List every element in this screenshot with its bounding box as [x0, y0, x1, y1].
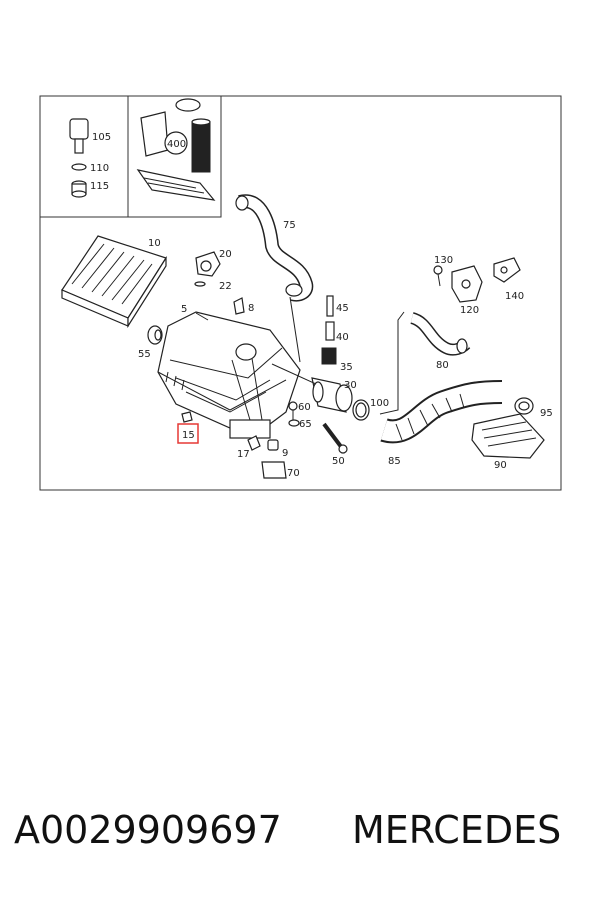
air-filter-housing-part — [157, 311, 301, 439]
parts-diagram: 105 110 115 400 10 20 22 5 — [39, 95, 562, 491]
sensor-stack-part — [321, 295, 337, 365]
callout-5: 5 — [181, 304, 187, 315]
callout-10: 10 — [148, 238, 161, 249]
callout-105: 105 — [92, 132, 111, 143]
callout-65: 65 — [299, 419, 312, 430]
callout-55: 55 — [138, 349, 151, 360]
callout-120: 120 — [460, 305, 479, 316]
callout-60: 60 — [298, 402, 311, 413]
intake-hose-part — [235, 194, 314, 302]
small-parts-group — [247, 435, 287, 479]
callout-100: 100 — [370, 398, 389, 409]
callout-140: 140 — [505, 291, 524, 302]
part-number: A0029909697 — [14, 808, 282, 852]
bolt-50-part — [322, 422, 348, 454]
screw-60-part — [288, 401, 300, 427]
callout-35: 35 — [340, 362, 353, 373]
highlight-box — [177, 423, 199, 444]
resonator-part — [471, 413, 545, 459]
highlighted-part-15 — [177, 411, 199, 444]
air-filter-element-part — [61, 235, 167, 329]
callout-95: 95 — [540, 408, 553, 419]
callout-75: 75 — [283, 220, 296, 231]
product-caption: A0029909697 MERCEDES — [0, 808, 600, 858]
callout-15: 15 — [182, 430, 195, 441]
callout-8: 8 — [248, 303, 254, 314]
brand-name: MERCEDES — [352, 808, 562, 852]
callout-400: 400 — [167, 139, 186, 150]
mass-air-flow-sensor-part — [311, 377, 353, 413]
callout-20: 20 — [219, 249, 232, 260]
filter-cap-part — [69, 118, 89, 198]
callout-40: 40 — [336, 332, 349, 343]
callout-110: 110 — [90, 163, 109, 174]
callout-70: 70 — [287, 468, 300, 479]
pressure-sensor-part — [194, 251, 221, 287]
intake-duct-85-part — [380, 380, 503, 444]
callout-90: 90 — [494, 460, 507, 471]
callout-50: 50 — [332, 456, 345, 467]
clip-part — [233, 297, 245, 315]
callout-80: 80 — [436, 360, 449, 371]
callout-17: 17 — [237, 449, 250, 460]
callout-45: 45 — [336, 303, 349, 314]
inset-frame — [40, 96, 222, 218]
callout-85: 85 — [388, 456, 401, 467]
hose-clamp-95-part — [514, 397, 534, 415]
vacuum-hose-80-part — [409, 312, 471, 356]
callout-115: 115 — [90, 181, 109, 192]
callout-30: 30 — [344, 380, 357, 391]
oil-filter-part — [136, 98, 216, 201]
hose-clamp-100-part — [352, 399, 370, 421]
diagram-frame — [39, 95, 562, 491]
callout-9: 9 — [282, 448, 288, 459]
callout-22: 22 — [219, 281, 232, 292]
control-valve-part — [433, 257, 521, 303]
grommet-part — [147, 325, 163, 345]
callout-130: 130 — [434, 255, 453, 266]
